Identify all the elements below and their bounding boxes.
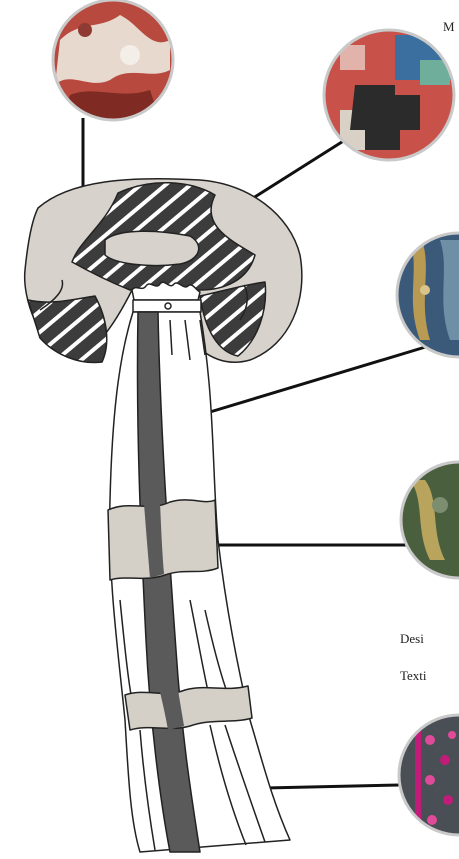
garment-sketch <box>25 179 302 852</box>
hood-lining-patch <box>105 231 199 265</box>
hood-lining-left <box>28 296 107 363</box>
skirt-body <box>110 312 290 852</box>
swatch-5 <box>399 715 459 835</box>
swatch-2 <box>324 30 455 160</box>
swatch-4 <box>401 462 459 578</box>
label-textile: Texti <box>400 668 427 684</box>
label-top: M <box>443 19 455 35</box>
swatch-1 <box>53 0 173 120</box>
label-design: Desi <box>400 631 424 647</box>
swatch-3 <box>397 233 459 357</box>
